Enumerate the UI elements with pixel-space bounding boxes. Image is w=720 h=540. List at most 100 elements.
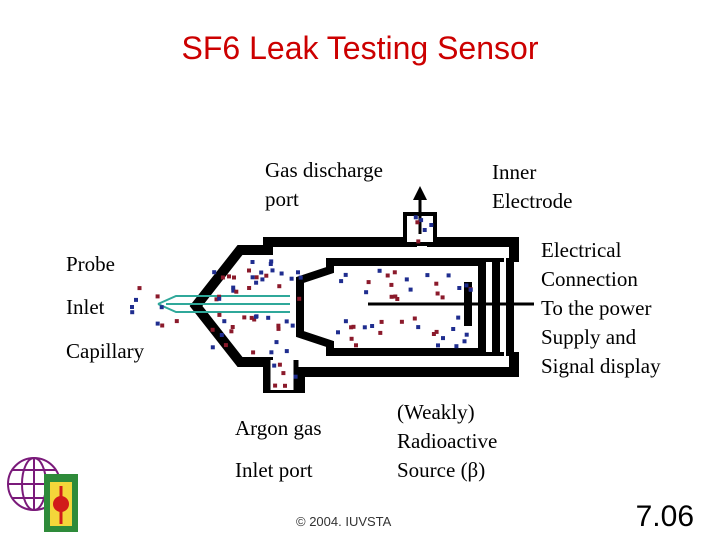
sf6-particle	[249, 315, 254, 320]
sf6-particle	[389, 294, 394, 299]
label-inlet: Inlet	[66, 295, 105, 319]
sf6-particle	[273, 383, 278, 388]
sf6-particle	[251, 350, 256, 355]
argon-particle	[425, 273, 430, 278]
argon-particle	[377, 268, 382, 273]
sf6-particle	[234, 289, 239, 294]
sf6-particle	[378, 330, 383, 335]
argon-particle	[416, 325, 421, 330]
sf6-particle	[431, 332, 436, 336]
argon-particle	[468, 287, 473, 292]
sf6-particle	[379, 319, 384, 324]
sf6-particle	[210, 327, 215, 332]
sf6-particle	[440, 295, 445, 300]
slide-number: 7.06	[635, 500, 694, 533]
argon-particle	[456, 315, 461, 320]
gas-particles	[130, 215, 473, 388]
argon-particle	[370, 324, 375, 328]
argon-particle	[457, 286, 462, 290]
sf6-particle	[389, 282, 394, 287]
argon-particle	[212, 270, 217, 275]
argon-particle	[250, 275, 255, 280]
sf6-particle	[349, 325, 354, 330]
sf6-particle	[434, 281, 439, 286]
sf6-particle	[412, 316, 417, 321]
argon-particle	[260, 277, 265, 282]
argon-particle	[464, 332, 469, 337]
sf6-particle	[137, 286, 142, 291]
argon-particle	[219, 333, 224, 337]
argon-particle	[298, 275, 303, 280]
sf6-particle	[354, 343, 358, 348]
sf6-particle	[276, 326, 281, 331]
sf6-particle	[393, 294, 398, 299]
argon-particle	[343, 272, 348, 277]
sf6-particle	[283, 383, 287, 388]
label-probe: Probe	[66, 252, 115, 276]
argon-particle	[364, 290, 369, 295]
sf6-particle	[230, 325, 235, 329]
sf6-particle	[227, 274, 231, 279]
argon-particle	[269, 259, 274, 264]
inner-electrode-plate	[464, 282, 472, 326]
label-capillary: Capillary	[66, 339, 145, 363]
sf6-particle	[232, 275, 236, 280]
argon-particle	[454, 344, 459, 349]
sf6-particle	[247, 268, 251, 273]
sf6-particle	[174, 319, 179, 324]
argon-particle	[436, 343, 440, 348]
argon-particle	[279, 271, 284, 276]
argon-particle	[222, 319, 227, 324]
argon-particle	[419, 218, 424, 223]
discharge-arrow-icon	[413, 186, 427, 200]
argon-particle	[296, 270, 300, 275]
argon-particle	[446, 273, 451, 278]
argon-particle	[336, 330, 340, 335]
sf6-particle	[276, 323, 281, 328]
sf6-particle	[385, 273, 390, 278]
sf6-particle	[399, 319, 404, 324]
argon-particle	[451, 327, 456, 331]
copyright-footer: © 2004. IUVSTA	[296, 514, 392, 529]
argon-particle	[404, 277, 409, 282]
label-argon-inlet-port: Argon gas Inlet port	[235, 416, 322, 482]
argon-particle	[284, 349, 289, 354]
sf6-particle	[217, 294, 222, 299]
sf6-particle	[247, 286, 252, 290]
argon-particle	[210, 345, 215, 350]
argon-particle	[266, 315, 271, 320]
argon-particle	[274, 340, 279, 345]
sf6-particle	[349, 336, 354, 341]
argon-particle	[130, 310, 135, 315]
argon-particle	[155, 321, 160, 326]
sf6-particle	[155, 294, 160, 299]
capillary-tube	[157, 295, 290, 313]
argon-particle	[462, 339, 467, 344]
argon-particle	[284, 319, 289, 324]
sf6-particle	[277, 362, 282, 367]
argon-particle	[217, 296, 222, 301]
argon-particle	[130, 305, 134, 309]
argon-particle	[362, 325, 367, 330]
argon-particle	[268, 262, 273, 266]
sf6-particle	[281, 371, 286, 376]
sf6-particle	[223, 343, 228, 348]
argon-particle	[272, 363, 277, 368]
label-radioactive-source: (Weakly) Radioactive Source (β)	[397, 400, 498, 482]
sf6-particle	[214, 297, 219, 302]
label-electrical-connection: Electrical Connection To the power Suppl…	[541, 238, 661, 378]
sf6-particle	[277, 284, 282, 289]
argon-particle	[339, 279, 344, 284]
label-gas-discharge-port: Gas discharge port	[265, 158, 383, 211]
sf6-particle	[252, 317, 257, 322]
argon-particle	[269, 350, 274, 355]
sf6-particle	[220, 275, 225, 280]
argon-particle	[289, 276, 294, 281]
sf6-particle	[297, 296, 302, 301]
argon-particle	[343, 319, 348, 324]
argon-particle	[408, 287, 413, 292]
sf6-particle	[416, 239, 421, 244]
argon-particle	[159, 305, 164, 310]
argon-particle	[253, 314, 258, 319]
